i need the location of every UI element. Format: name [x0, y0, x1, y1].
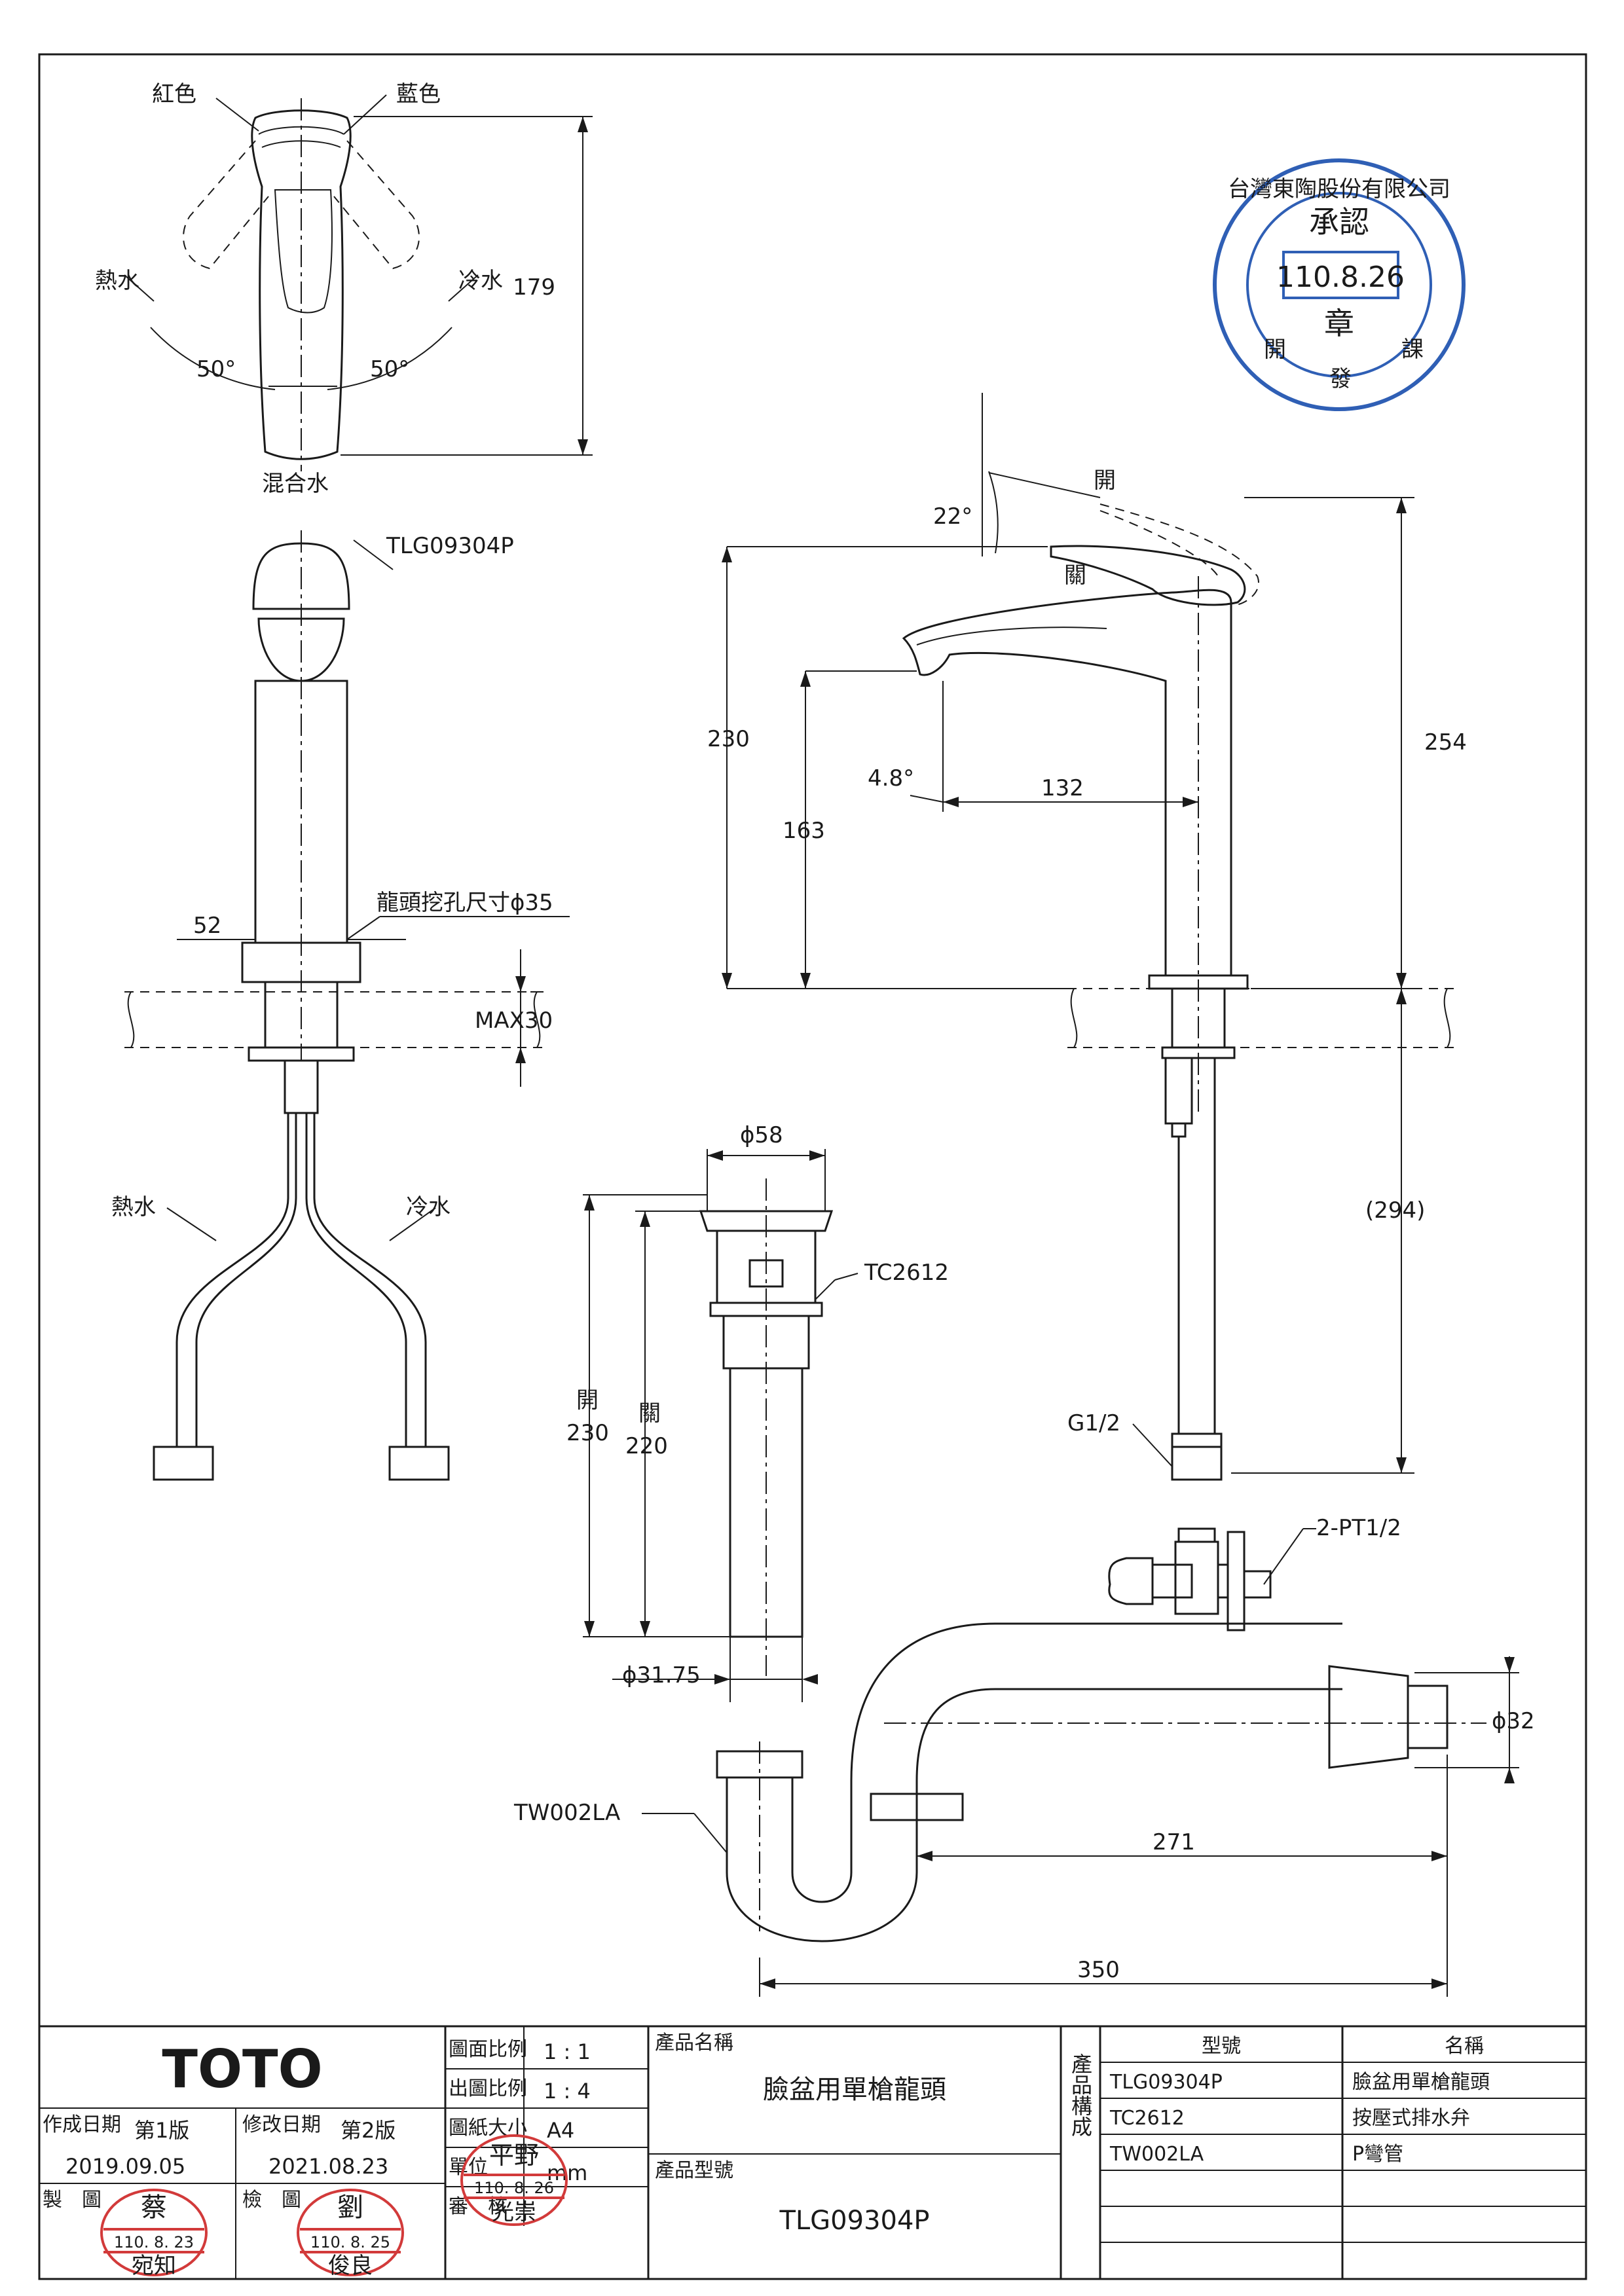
revised-label: 修改日期 — [242, 2113, 321, 2136]
hose-294: (294) — [1365, 1197, 1425, 1224]
p-trap: TW002LA ϕ32 271 350 — [513, 1622, 1535, 1997]
signature-seal-reviewed: 平野 110. 8. 26 光崇 — [460, 2134, 568, 2226]
part-name-3: P彎管 — [1352, 2143, 1403, 2166]
edition-2: 第2版 — [341, 2118, 396, 2143]
revised-date: 2021.08.23 — [268, 2154, 388, 2179]
label-red: 紅色 — [152, 81, 196, 107]
part-name-2: 按壓式排水弁 — [1352, 2107, 1470, 2130]
height-179: 179 — [513, 274, 555, 301]
front-hot: 熱水 — [111, 1194, 156, 1220]
seal-reviewed-bottom: 光崇 — [492, 2199, 536, 2225]
stamp-seal: 章 — [1324, 306, 1354, 341]
drain-open-label: 開 — [576, 1387, 599, 1413]
brand-logo: TOTO — [162, 2039, 322, 2100]
title-block: TOTO 作成日期 第1版 2019.09.05 修改日期 第2版 2021.0… — [38, 2025, 1587, 2280]
drain-dia-58: ϕ58 — [740, 1122, 783, 1148]
created-date: 2019.09.05 — [65, 2154, 185, 2179]
seal-checked-bottom: 俊良 — [328, 2253, 373, 2279]
composition-label: 產品構成 — [1068, 2053, 1093, 2137]
drain-dia-3175: ϕ31.75 — [622, 1662, 701, 1688]
drawing-frame — [38, 53, 1587, 2280]
seal-reviewed-date: 110. 8. 26 — [474, 2179, 554, 2197]
checked-label: 檢 圖 — [242, 2189, 301, 2212]
label-mixed: 混合水 — [262, 471, 329, 497]
stamp-dept-right: 課 — [1401, 337, 1424, 363]
top-view: 紅色 藍色 熱水 冷水 50° 50° 混合水 179 — [95, 81, 593, 497]
part-model-2: TC2612 — [1109, 2107, 1185, 2130]
seal-drawn-date: 110. 8. 23 — [114, 2233, 194, 2251]
base-width: 52 — [193, 913, 221, 939]
valve-label: 2-PT1/2 — [1316, 1515, 1401, 1541]
angle-valve: 2-PT1/2 — [1108, 1515, 1401, 1631]
drain-model: TC2612 — [864, 1260, 949, 1286]
edition-1: 第1版 — [134, 2118, 189, 2143]
angle-right: 50° — [370, 356, 409, 382]
drain-closed-height: 220 — [625, 1433, 668, 1459]
product-name: 臉盆用單槍龍頭 — [763, 2075, 946, 2105]
part-model-1: TLG09304P — [1109, 2071, 1223, 2094]
stamp-dept-left: 開 — [1264, 337, 1286, 363]
part-name-1: 臉盆用單槍龍頭 — [1352, 2071, 1490, 2094]
paper-value: A4 — [547, 2118, 574, 2143]
front-view: TLG09304P 龍頭挖孔尺寸ϕ35 52 MAX30 熱水 冷水 — [111, 530, 570, 1481]
ptrap-model: TW002LA — [513, 1800, 620, 1826]
angle-left: 50° — [196, 356, 236, 382]
thread-g12: G1/2 — [1067, 1410, 1120, 1436]
reach-132: 132 — [1041, 775, 1084, 801]
height-163: 163 — [783, 818, 825, 844]
front-cold: 冷水 — [406, 1194, 451, 1220]
drain-open-height: 230 — [566, 1420, 609, 1446]
side-closed: 關 — [1064, 562, 1086, 589]
drain-closed-label: 關 — [638, 1400, 661, 1427]
label-cold: 冷水 — [458, 268, 503, 294]
seal-drawn-top: 蔡 — [141, 2193, 167, 2223]
print-scale-value: 1 : 4 — [544, 2079, 591, 2104]
col-model: 型號 — [1202, 2035, 1241, 2058]
product-model-label: 產品型號 — [655, 2159, 733, 2182]
scale-label: 圖面比例 — [449, 2038, 527, 2061]
ptrap-350: 350 — [1077, 1957, 1120, 1983]
seal-checked-top: 劉 — [337, 2193, 363, 2223]
part-model-3: TW002LA — [1109, 2143, 1204, 2166]
col-name: 名稱 — [1445, 2035, 1484, 2058]
stamp-company: 台灣東陶股份有限公司 — [1228, 176, 1450, 202]
seal-reviewed-top: 平野 — [489, 2141, 539, 2170]
hole-note: 龍頭挖孔尺寸ϕ35 — [377, 890, 553, 916]
drawn-label: 製 圖 — [43, 2189, 101, 2212]
created-label: 作成日期 — [43, 2113, 121, 2136]
max-thickness: MAX30 — [475, 1008, 553, 1034]
ptrap-dia-32: ϕ32 — [1492, 1708, 1535, 1734]
signature-seal-checked: 劉 110. 8. 25 俊良 — [297, 2189, 404, 2279]
stamp-approved: 承認 — [1309, 204, 1369, 240]
ptrap-271: 271 — [1153, 1829, 1195, 1855]
product-model: TLG09304P — [779, 2206, 929, 2236]
label-blue: 藍色 — [396, 81, 441, 107]
signature-seal-drawn: 蔡 110. 8. 23 宛知 — [100, 2189, 208, 2279]
spout-angle: 4.8° — [868, 765, 914, 792]
height-230: 230 — [707, 726, 750, 752]
label-hot: 熱水 — [95, 268, 139, 294]
seal-checked-date: 110. 8. 25 — [310, 2233, 390, 2251]
side-view: 開 關 22° 230 163 4.8° 132 254 (294) G1/2 — [707, 393, 1467, 1481]
print-scale-label: 出圖比例 — [449, 2077, 527, 2100]
scale-value: 1 : 1 — [544, 2039, 591, 2064]
stamp-dept-mid: 發 — [1329, 366, 1352, 392]
side-open: 開 — [1094, 467, 1116, 494]
front-model: TLG09304P — [386, 533, 514, 559]
seal-drawn-bottom: 宛知 — [132, 2253, 176, 2279]
lever-angle: 22° — [933, 503, 972, 530]
product-name-label: 產品名稱 — [655, 2032, 733, 2054]
stamp-date: 110.8.26 — [1276, 261, 1405, 294]
height-254: 254 — [1424, 729, 1467, 756]
pop-up-drain: ϕ58 TC2612 開 230 關 220 ϕ31.75 — [566, 1122, 949, 1702]
approval-stamp: 台灣東陶股份有限公司 承認 110.8.26 章 開 發 課 — [1213, 158, 1466, 411]
